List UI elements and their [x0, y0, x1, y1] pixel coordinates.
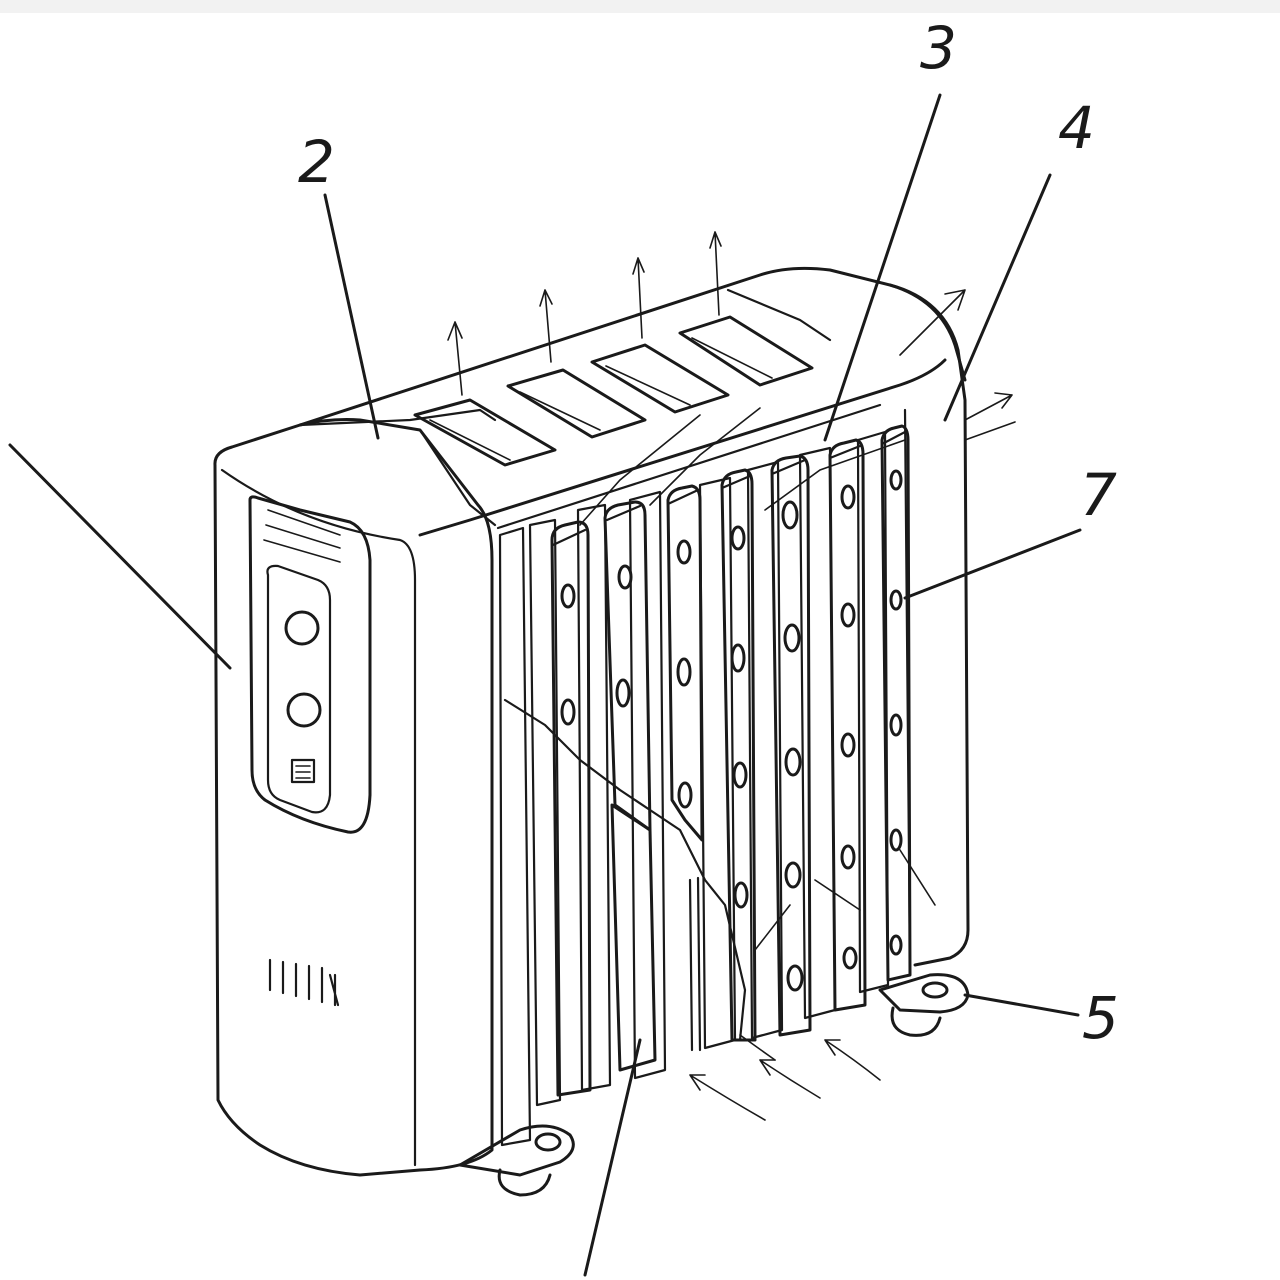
reference-numerals: 2 3 4 7 5: [298, 14, 1119, 1052]
leader-1: [8, 443, 232, 670]
ref-label-7: 7: [1080, 461, 1117, 529]
fin-holes: [560, 469, 903, 992]
housing-vent-mark: [268, 958, 340, 1007]
airflow-up-arrows: [447, 231, 1016, 441]
top-strip: [0, 0, 1280, 13]
leader-4: [943, 173, 1052, 422]
knob-lower-icon: [286, 692, 322, 728]
ref-label-2: 2: [298, 128, 335, 196]
knob-upper-icon: [284, 610, 320, 646]
leader-5: [963, 993, 1080, 1017]
vent-slot-3: [590, 343, 730, 414]
side-panel: [888, 283, 970, 972]
leader-bottom: [583, 1038, 642, 1277]
leader-2: [323, 193, 380, 440]
airflow-internal-arrows: [579, 407, 936, 951]
top-cover: [298, 266, 967, 537]
caster-left: [458, 1124, 575, 1197]
heating-fins: [498, 424, 912, 1147]
leader-lines: [8, 93, 1082, 1277]
vent-slot-4: [678, 315, 814, 387]
vent-slot-1: [413, 398, 557, 467]
leader-3: [823, 93, 942, 442]
switch-icon: [290, 758, 316, 784]
ref-label-3: 3: [920, 14, 957, 82]
vent-slot-2: [506, 368, 647, 439]
caster-right: [878, 973, 970, 1037]
ref-label-4: 4: [1058, 94, 1095, 162]
ref-label-5: 5: [1082, 984, 1119, 1052]
airflow-bottom-arrows: [689, 1034, 881, 1121]
leader-7: [903, 528, 1082, 600]
control-panel: [248, 495, 372, 834]
